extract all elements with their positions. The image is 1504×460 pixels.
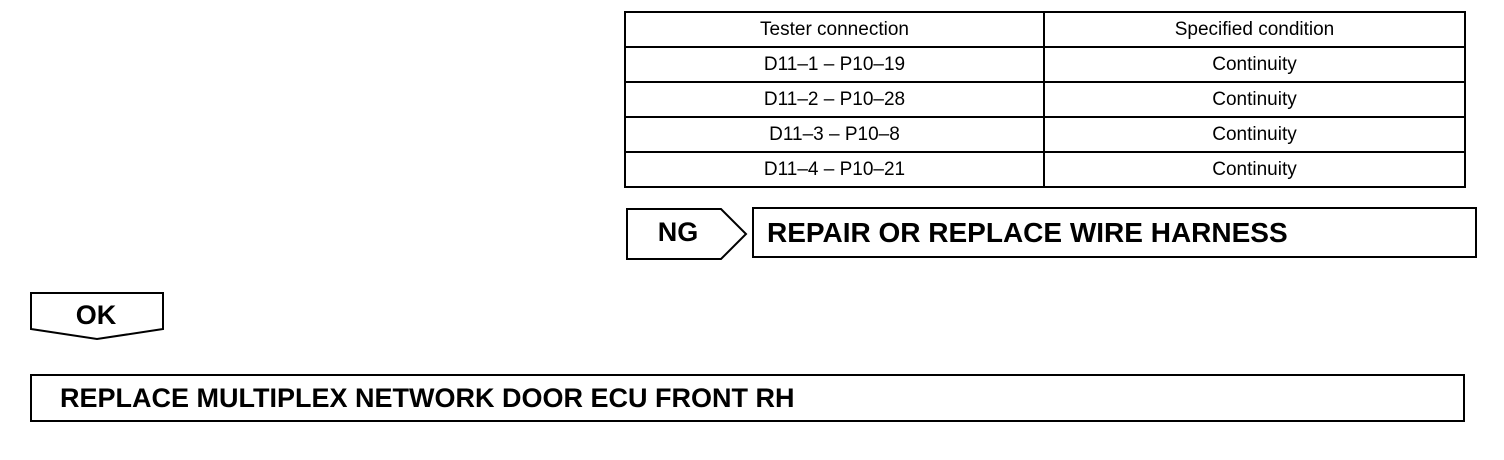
final-action-box: REPLACE MULTIPLEX NETWORK DOOR ECU FRONT… bbox=[30, 374, 1465, 422]
specified-condition-cell: Continuity bbox=[1043, 46, 1466, 83]
table-row: D11–1 – P10–19 Continuity bbox=[624, 46, 1466, 83]
tester-connection-cell: D11–2 – P10–28 bbox=[624, 81, 1045, 118]
header-tester-connection: Tester connection bbox=[624, 11, 1045, 48]
ok-label: OK bbox=[75, 300, 117, 330]
header-specified-condition: Specified condition bbox=[1043, 11, 1466, 48]
ng-label: NG bbox=[657, 217, 699, 247]
specified-condition-cell: Continuity bbox=[1043, 81, 1466, 118]
table-row: D11–4 – P10–21 Continuity bbox=[624, 151, 1466, 188]
ok-arrow-icon bbox=[30, 292, 164, 341]
tester-connection-cell: D11–1 – P10–19 bbox=[624, 46, 1045, 83]
table-row: D11–3 – P10–8 Continuity bbox=[624, 116, 1466, 153]
ng-arrow-icon bbox=[626, 208, 748, 260]
tester-connection-cell: D11–4 – P10–21 bbox=[624, 151, 1045, 188]
tester-connection-cell: D11–3 – P10–8 bbox=[624, 116, 1045, 153]
table-row: D11–2 – P10–28 Continuity bbox=[624, 81, 1466, 118]
specified-condition-cell: Continuity bbox=[1043, 116, 1466, 153]
spec-table: Tester connection Specified condition D1… bbox=[624, 11, 1466, 188]
ng-action-box: REPAIR OR REPLACE WIRE HARNESS bbox=[752, 207, 1477, 258]
specified-condition-cell: Continuity bbox=[1043, 151, 1466, 188]
table-header-row: Tester connection Specified condition bbox=[624, 11, 1466, 48]
